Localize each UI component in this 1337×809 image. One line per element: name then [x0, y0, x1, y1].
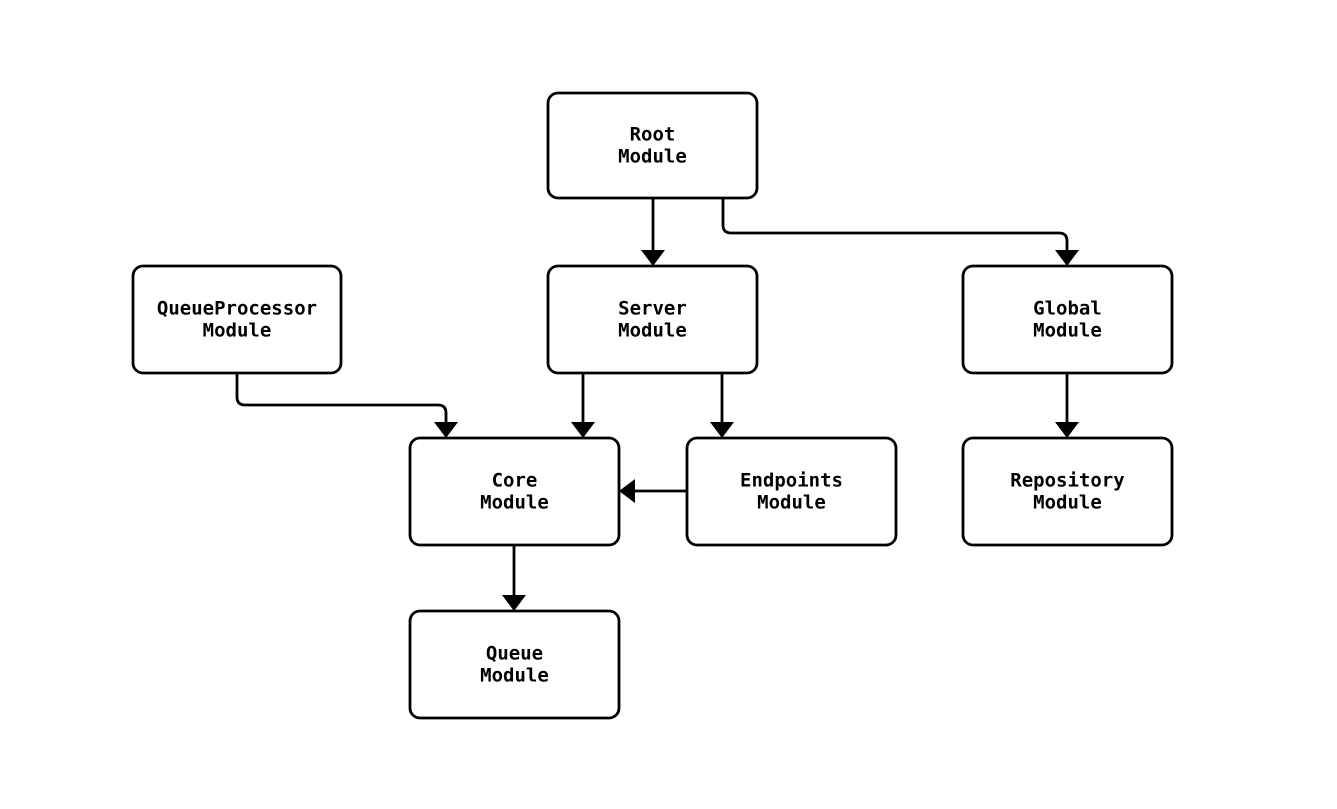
node-label-line: Module — [1033, 492, 1102, 514]
node-label-line: QueueProcessor — [157, 298, 317, 320]
node-box — [546, 264, 759, 375]
node-box — [546, 91, 759, 200]
node-box — [961, 264, 1174, 375]
node-label-line: Global — [1033, 298, 1102, 320]
node-box — [961, 436, 1174, 547]
node-label-line: Module — [1033, 320, 1102, 342]
node-label-line: Queue — [486, 643, 543, 665]
arrowhead-icon — [1055, 422, 1079, 438]
node-label-line: Module — [480, 665, 549, 687]
node-box — [408, 436, 621, 547]
node-label-line: Core — [492, 470, 538, 492]
node-label-line: Module — [757, 492, 826, 514]
node-box — [685, 436, 898, 547]
arrowhead-icon — [434, 422, 458, 438]
edge-global-to-repository — [1055, 373, 1079, 438]
edge-endpoints-to-core — [619, 479, 687, 503]
edge-line — [235, 373, 448, 425]
node-label-line: Module — [203, 320, 272, 342]
arrowhead-icon — [502, 595, 526, 611]
edge-queueprocessor-to-core — [235, 373, 458, 438]
node-box — [131, 264, 343, 375]
edge-root-to-server — [641, 198, 665, 266]
node-label-line: Endpoints — [740, 470, 843, 492]
node-box — [408, 609, 621, 720]
edge-line — [721, 198, 1069, 253]
nodes-layer: RootModuleQueueProcessorModuleServerModu… — [131, 91, 1174, 720]
node-label-line: Module — [618, 146, 687, 168]
arrowhead-icon — [710, 422, 734, 438]
edge-server-to-core — [571, 373, 595, 438]
node-label-line: Root — [630, 124, 676, 146]
arrowhead-icon — [619, 479, 635, 503]
edge-root-to-global — [721, 198, 1079, 266]
arrowhead-icon — [641, 250, 665, 266]
node-label-line: Module — [480, 492, 549, 514]
arrowhead-icon — [571, 422, 595, 438]
node-label-line: Server — [618, 298, 687, 320]
edge-server-to-endpoints — [710, 373, 734, 438]
edges-layer — [235, 198, 1079, 611]
arrowhead-icon — [1055, 250, 1079, 266]
edge-core-to-queue — [502, 545, 526, 611]
node-label-line: Repository — [1010, 470, 1124, 492]
node-label-line: Module — [618, 320, 687, 342]
